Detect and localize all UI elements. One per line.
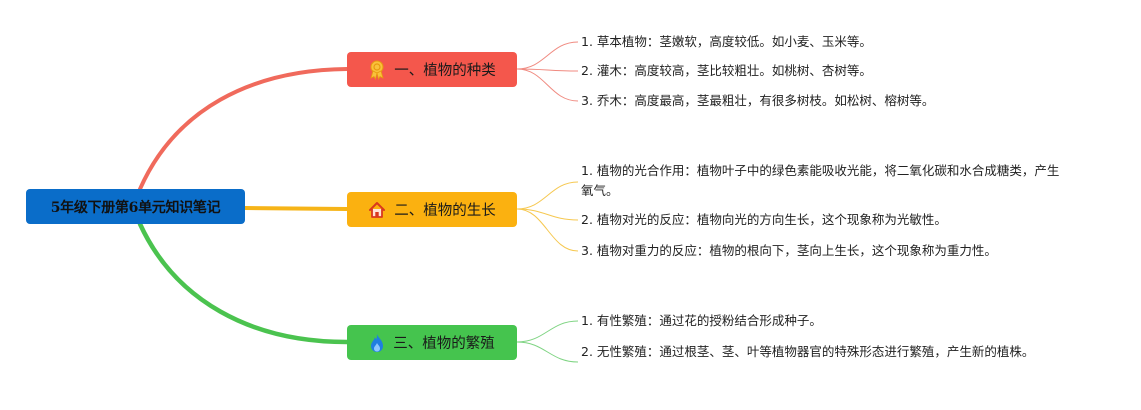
branch-node-plant-types[interactable]: 一、植物的种类 <box>347 52 517 87</box>
leaf-node-herb[interactable]: 1. 草本植物：茎嫩软，高度较低。如小麦、玉米等。 <box>581 34 872 49</box>
connector-branch-3-leaf-2 <box>516 341 579 363</box>
house-icon <box>368 201 386 219</box>
medal-icon <box>368 60 386 80</box>
connector-branch-2-leaf-3 <box>516 208 579 252</box>
connector-branch-1-leaf-3 <box>516 68 579 102</box>
branch-node-plant-growth[interactable]: 二、植物的生长 <box>347 192 517 227</box>
flame-icon <box>369 333 385 353</box>
connector-branch-3-leaf-1 <box>516 320 579 343</box>
branch-node-label: 三、植物的繁殖 <box>393 336 495 352</box>
leaf-node-tree[interactable]: 3. 乔木：高度最高，茎最粗壮，有很多树枝。如松树、榕树等。 <box>581 93 935 108</box>
leaf-node-gravity-response[interactable]: 3. 植物对重力的反应：植物的根向下，茎向上生长，这个现象称为重力性。 <box>581 243 997 258</box>
branch-node-plant-reproduction[interactable]: 三、植物的繁殖 <box>347 325 517 360</box>
leaf-node-asexual-reproduction[interactable]: 2. 无性繁殖：通过根茎、茎、叶等植物器官的特殊形态进行繁殖，产生新的植株。 <box>581 344 1035 359</box>
leaf-node-sexual-reproduction[interactable]: 1. 有性繁殖：通过花的授粉结合形成种子。 <box>581 313 822 328</box>
connector-root-branch-3 <box>137 221 350 345</box>
connector-root-branch-2 <box>243 206 349 211</box>
connector-branch-1-leaf-1 <box>516 41 579 70</box>
root-node[interactable]: 5年级下册第6单元知识笔记 <box>26 189 245 224</box>
branch-node-label: 二、植物的生长 <box>394 203 496 219</box>
connector-branch-2-leaf-1 <box>516 181 579 210</box>
root-node-label: 5年级下册第6单元知识笔记 <box>50 199 221 216</box>
leaf-node-light-response[interactable]: 2. 植物对光的反应：植物向光的方向生长，这个现象称为光敏性。 <box>581 212 947 227</box>
leaf-node-shrub[interactable]: 2. 灌木：高度较高，茎比较粗壮。如桃树、杏树等。 <box>581 63 872 78</box>
connector-branch-1-leaf-2 <box>516 68 579 72</box>
leaf-node-photosynthesis[interactable]: 1. 植物的光合作用：植物叶子中的绿色素能吸收光能，将二氧化碳和水合成糖类，产生… <box>581 163 1060 198</box>
connector-root-branch-1 <box>138 67 349 191</box>
connector-branch-2-leaf-2 <box>516 208 579 221</box>
branch-node-label: 一、植物的种类 <box>394 63 496 79</box>
